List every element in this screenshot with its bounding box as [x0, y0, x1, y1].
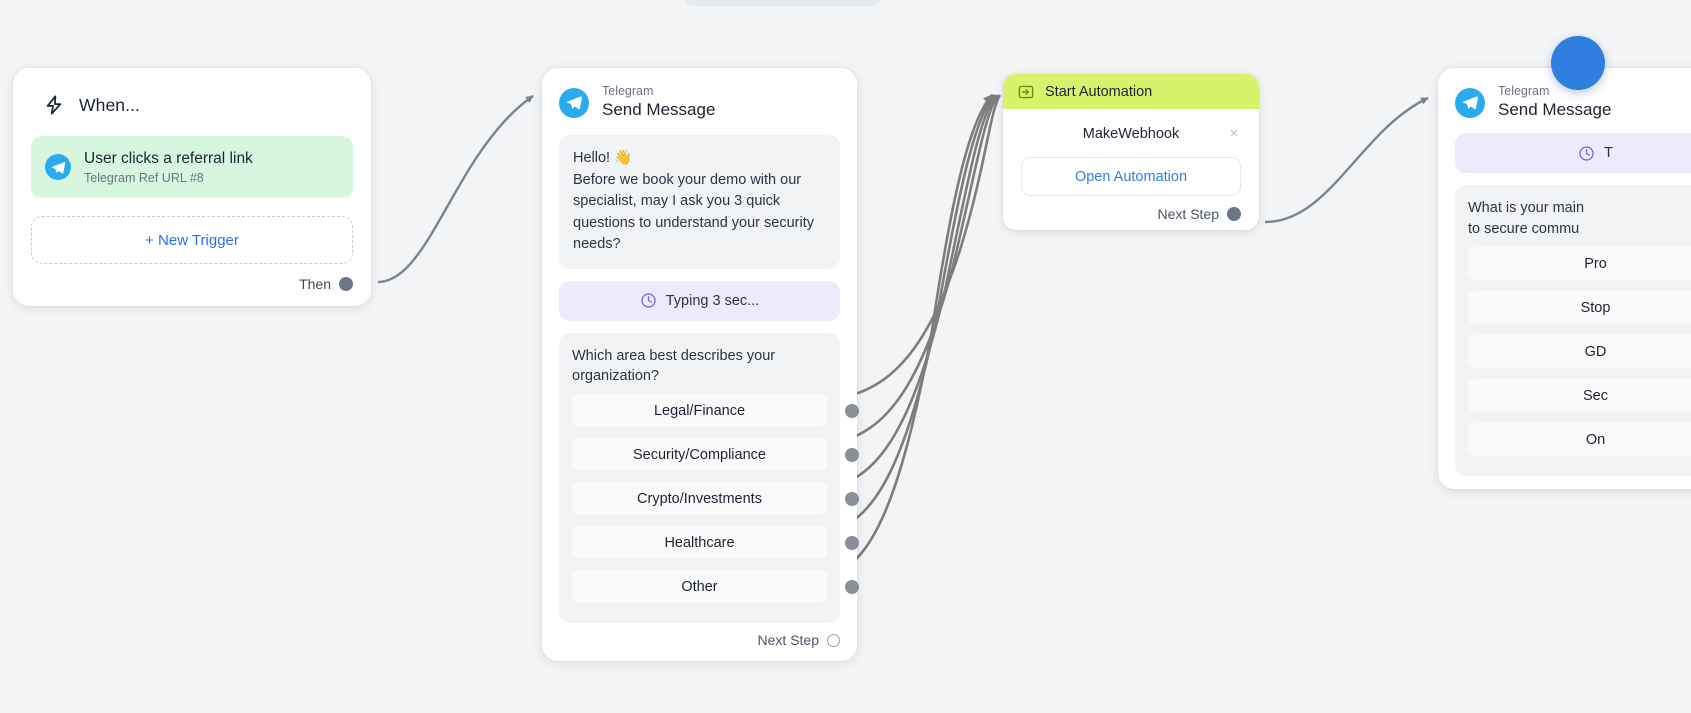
telegram-icon	[45, 154, 71, 181]
next-step-connector-dot[interactable]	[1227, 207, 1241, 221]
send-message-card[interactable]: Telegram Send Message Hello! 👋 Before we…	[542, 68, 859, 662]
typing-delay-label: Typing 3 sec...	[665, 292, 760, 309]
option-connector-dot[interactable]	[845, 491, 859, 506]
option-label: Legal/Finance	[653, 402, 746, 419]
send-message-next-step[interactable]: Next Step	[559, 632, 840, 648]
option-label: Security/Compliance	[633, 446, 766, 463]
telegram-icon	[1455, 87, 1485, 118]
bolt-icon	[46, 95, 62, 115]
question-block: What is your main to secure commu Pro St…	[1455, 185, 1691, 477]
start-automation-title: Start Automation	[1045, 83, 1153, 100]
trigger-card[interactable]: When... User clicks a referral link Tele…	[13, 68, 371, 307]
send-message-card-right[interactable]: Telegram Send Message T What is your mai…	[1438, 68, 1691, 490]
option-row[interactable]: Sec	[1468, 379, 1691, 413]
send-message-header: Telegram Send Message	[1455, 84, 1691, 121]
send-message-title: Send Message	[602, 100, 716, 120]
option-connector-dot[interactable]	[845, 579, 859, 594]
option-row[interactable]: On	[1468, 423, 1691, 457]
message-bubble[interactable]: Hello! 👋 Before we book your demo with o…	[559, 135, 840, 269]
automation-next-step[interactable]: Next Step	[1021, 206, 1241, 222]
option-label: Stop	[1580, 299, 1611, 316]
option-list: Pro Stop GD Sec On	[1468, 247, 1691, 457]
clock-icon	[1579, 146, 1594, 161]
option-label: Crypto/Investments	[637, 490, 762, 507]
start-automation-body: MakeWebhook × Open Automation Next Step	[1003, 109, 1259, 230]
automation-name: MakeWebhook	[1082, 126, 1180, 142]
close-icon[interactable]: ×	[1229, 125, 1239, 142]
option-connector-dot[interactable]	[845, 535, 859, 550]
option-label: Healthcare	[664, 534, 735, 551]
option-row[interactable]: Stop	[1468, 291, 1691, 325]
send-message-title: Send Message	[1498, 100, 1612, 120]
question-text: Which area best describes your organizat…	[572, 347, 776, 385]
option-row[interactable]: GD	[1468, 335, 1691, 369]
typing-delay-block[interactable]: Typing 3 sec...	[559, 280, 840, 321]
then-connector-dot[interactable]	[339, 277, 353, 292]
option-row[interactable]: Security/Compliance	[572, 438, 859, 472]
option-label: Other	[681, 578, 718, 595]
add-button[interactable]	[1551, 36, 1605, 90]
option-connector-dot[interactable]	[845, 447, 859, 462]
send-message-header: Telegram Send Message	[559, 84, 840, 121]
then-label: Then	[299, 276, 331, 293]
option-label: GD	[1584, 343, 1607, 360]
telegram-icon	[559, 87, 589, 118]
option-label: Sec	[1583, 387, 1608, 404]
typing-delay-label: T	[1604, 145, 1613, 162]
option-label: On	[1585, 431, 1606, 448]
enter-arrow-icon	[1018, 85, 1034, 98]
open-automation-button[interactable]: Open Automation	[1021, 157, 1241, 196]
option-row[interactable]: Other	[572, 570, 859, 604]
trigger-then-connector[interactable]: Then	[31, 276, 353, 292]
trigger-item-title: User clicks a referral link	[84, 150, 253, 167]
question-block: Which area best describes your organizat…	[559, 332, 859, 624]
next-step-label: Next Step	[757, 632, 819, 649]
next-step-connector-dot[interactable]	[827, 633, 840, 647]
start-automation-card[interactable]: Start Automation MakeWebhook × Open Auto…	[1003, 74, 1259, 230]
trigger-item-subtitle: Telegram Ref URL #8	[84, 171, 204, 186]
trigger-card-header: When...	[31, 84, 353, 126]
send-message-app: Telegram	[1498, 84, 1550, 98]
trigger-item[interactable]: User clicks a referral link Telegram Ref…	[31, 136, 353, 199]
option-list: Legal/Finance Security/Compliance Crypto…	[572, 394, 859, 604]
option-row[interactable]: Healthcare	[572, 526, 859, 560]
clock-icon	[641, 293, 656, 308]
question-text: What is your main to secure commu	[1468, 200, 1585, 237]
typing-delay-block[interactable]: T	[1455, 133, 1691, 174]
option-label: Pro	[1584, 255, 1607, 272]
top-toolbar-pill	[684, 0, 881, 6]
send-message-app: Telegram	[602, 84, 654, 98]
option-connector-dot[interactable]	[845, 403, 859, 418]
option-row[interactable]: Legal/Finance	[572, 394, 859, 428]
option-row[interactable]: Pro	[1468, 247, 1691, 281]
option-row[interactable]: Crypto/Investments	[572, 482, 859, 516]
start-automation-header: Start Automation	[1003, 74, 1259, 109]
trigger-card-title: When...	[79, 94, 141, 115]
new-trigger-button[interactable]: + New Trigger	[31, 216, 353, 265]
next-step-label: Next Step	[1157, 206, 1219, 222]
